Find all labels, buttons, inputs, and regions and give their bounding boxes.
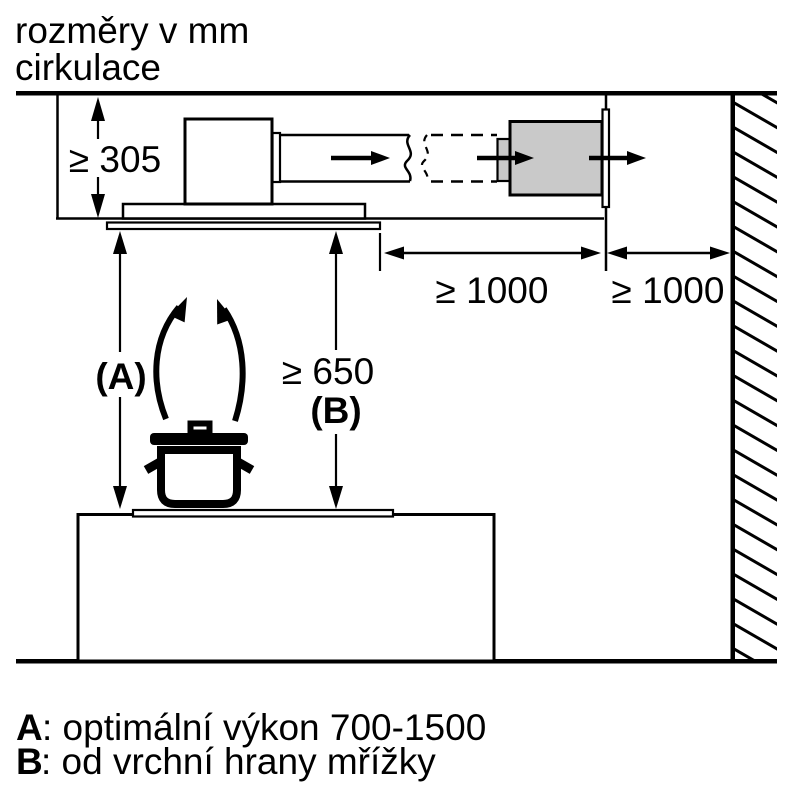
counter-body	[76, 513, 496, 663]
dimension-305-label: ≥ 305	[69, 139, 161, 180]
arrow-left-icon	[607, 246, 627, 260]
dimension-a-label: (A)	[95, 356, 146, 397]
dimension-650-label: ≥ 650	[282, 351, 374, 392]
arrow-up-icon	[113, 231, 127, 254]
arrow-up-icon	[91, 97, 105, 121]
dimension-b-label: (B)	[310, 390, 361, 431]
arrow-right-icon	[581, 246, 601, 260]
pot-lid	[150, 433, 248, 445]
title-block: rozměry v mm cirkulace	[15, 10, 249, 88]
duct-break-symbol	[403, 134, 413, 182]
dimension-clearance-right: ≥ 1000	[607, 246, 730, 311]
duct-flange	[271, 131, 282, 184]
cooking-pot-icon	[143, 420, 255, 508]
pot-body	[157, 446, 241, 508]
arrow-right-icon	[710, 246, 730, 260]
arrow-down-icon	[113, 486, 127, 509]
airflow-arrow-inlet	[477, 151, 534, 165]
arrow-down-icon	[329, 486, 343, 509]
dimension-1000-right-label: ≥ 1000	[612, 270, 725, 311]
duct	[271, 131, 497, 184]
dimension-b: ≥ 650 (B)	[282, 231, 374, 509]
legend: A : optimální výkon 700-1500 B : od vrch…	[16, 707, 486, 782]
arrow-left-icon	[384, 246, 404, 260]
duct-break-dashed	[420, 134, 429, 182]
legend-a-key: A	[16, 707, 43, 748]
dimension-clearance-left: ≥ 1000	[378, 233, 601, 311]
hood-glass-panel	[105, 221, 382, 231]
legend-b-key: B	[16, 741, 43, 782]
wall-line	[730, 91, 735, 664]
hood-motor-box	[183, 117, 274, 206]
cooktop-surface	[131, 508, 395, 518]
pot-lid-knob	[187, 420, 213, 436]
airflow-arrow-duct	[331, 151, 390, 165]
legend-a-text: : optimální výkon 700-1500	[42, 707, 486, 748]
title-units: rozměry v mm	[15, 10, 249, 51]
airflow-arrow-outlet	[589, 151, 646, 165]
dimension-a: (A)	[95, 231, 147, 509]
title-mode: cirkulace	[15, 47, 161, 88]
hood-housing	[121, 202, 367, 220]
dimension-recess-height: ≥ 305	[69, 97, 161, 218]
recirculation-outlet	[477, 95, 646, 271]
island-counter	[76, 508, 496, 663]
dimension-1000-left-label: ≥ 1000	[436, 270, 549, 311]
legend-b-text: : od vrchní hrany mřížky	[41, 741, 436, 782]
arrow-down-icon	[91, 194, 105, 218]
steam-arrows-icon	[153, 297, 246, 422]
ceiling-line	[16, 91, 777, 96]
arrow-up-icon	[329, 231, 343, 254]
wall-hatching	[734, 95, 777, 659]
